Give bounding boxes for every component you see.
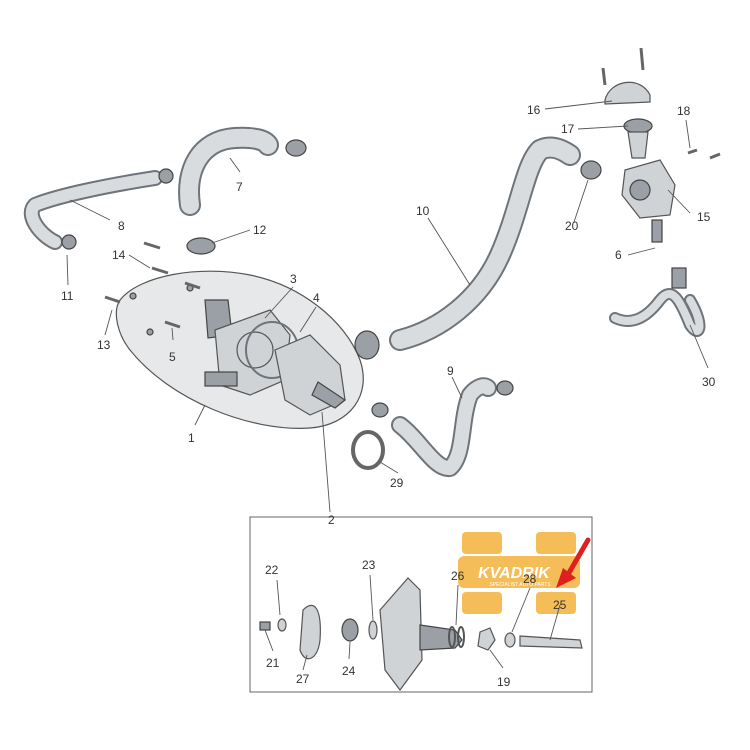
callout-3: 3: [290, 272, 297, 286]
callout-15: 15: [697, 210, 711, 224]
watermark-tagline: SPECIALIST AUTO PARTS: [489, 582, 551, 588]
callout-21: 21: [266, 656, 280, 670]
callout-12: 12: [253, 223, 267, 237]
callout-8: 8: [118, 219, 125, 233]
kvadrik-watermark: KVADRIK SPECIALIST AUTO PARTS: [458, 532, 580, 614]
part-29-o-ring: [351, 430, 385, 470]
part-6-sensor: [651, 219, 663, 243]
callout-16: 16: [527, 103, 541, 117]
callout-13: 13: [97, 338, 111, 352]
part-15-thermostat-housing: [621, 159, 676, 219]
part-10-hose: [354, 136, 581, 360]
callout-2: 2: [328, 513, 335, 527]
callout-14: 14: [112, 248, 126, 262]
callout-10: 10: [416, 204, 430, 218]
part-30-pipe: [609, 267, 706, 337]
inset-frame: [249, 516, 593, 693]
part-7-hose: [178, 126, 307, 216]
part-3-pump-body: [204, 299, 291, 396]
inset-parts: [259, 577, 583, 692]
part-16-thermostat-cover: [601, 47, 651, 105]
callout-26: 26: [451, 569, 465, 583]
callout-11: 11: [61, 289, 74, 303]
callout-22: 22: [265, 563, 279, 577]
callout-4: 4: [313, 291, 320, 305]
part-8-hose: [23, 168, 174, 250]
callout-17: 17: [561, 122, 575, 136]
callout-28: 28: [523, 572, 537, 586]
part-4-pump-cover: [245, 321, 347, 416]
callout-23: 23: [362, 558, 376, 572]
callout-18: 18: [677, 104, 691, 118]
callout-30: 30: [702, 375, 716, 389]
part-17-thermostat: [623, 118, 653, 159]
callout-6: 6: [615, 248, 622, 262]
part-12-clamp: [186, 237, 216, 255]
part-9-hose: [371, 377, 514, 477]
callout-1: 1: [188, 431, 195, 445]
callout-7: 7: [236, 180, 243, 194]
callout-5: 5: [169, 350, 176, 364]
callout-9: 9: [447, 364, 454, 378]
leader-lines: [66, 100, 709, 671]
callout-25: 25: [553, 598, 567, 612]
callout-19: 19: [497, 675, 511, 689]
callout-24: 24: [342, 664, 356, 678]
callout-numbers: 1 2 3 4 5 6 7 8 9 10 11 12 13 14 15 16 1…: [61, 103, 716, 689]
callout-20: 20: [565, 219, 579, 233]
watermark-brand: KVADRIK: [478, 565, 551, 582]
callout-27: 27: [296, 672, 310, 686]
bolts: [104, 241, 201, 329]
callout-29: 29: [390, 476, 404, 490]
part-20-clamp: [580, 160, 602, 180]
red-arrow-icon: [556, 537, 591, 588]
part-18-bolts: [687, 148, 721, 160]
